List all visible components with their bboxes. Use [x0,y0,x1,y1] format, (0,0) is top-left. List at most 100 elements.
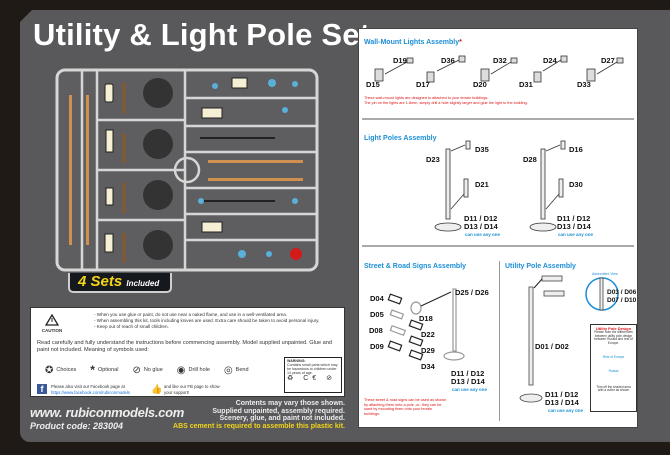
caution-box: CAUTION - When you use glue or paint, do… [30,307,345,397]
assembled-view-label: Assembled View [592,272,618,276]
assembly-instructions: Wall-Mount Lights Assembly* D19 D15 D36 … [358,28,638,428]
base-label: D13 / D14 [545,398,579,407]
signs-section-title: Street & Road Signs Assembly [364,263,467,270]
part-label: D15 [366,80,380,89]
caution-icon: CAUTION [40,313,64,333]
caution-line: - When you use glue or paint, do not use… [94,312,288,317]
part-label: D19 [393,56,407,65]
symbols-legend: ✪Choices *Optional ⊘No glue ◉Drill hole … [45,363,249,377]
symbol-label: Drill hole [188,367,210,373]
divider [362,245,634,247]
warning-box: WARNING: Contains small parts which may … [284,357,342,393]
divider [362,118,634,120]
no-glue-icon: ⊘ [132,364,141,376]
poles-section-title: Light Poles Assembly [364,135,437,142]
wheel-parts [143,78,173,260]
base-label: D11 / D12 [557,214,591,223]
part-label: D18 [419,314,433,323]
wall-note: These wall-mount lights are designed to … [364,96,489,100]
warning-text: Contains small parts which may be hazard… [287,363,338,375]
signs-note: These street & road signs can be used as… [364,398,447,416]
choices-icon: ✪ [45,364,54,376]
part-label: D24 [543,56,557,65]
part-label: D22 [421,330,435,339]
part-label: D21 [475,180,489,189]
caution-label: CAUTION [41,328,63,333]
warning-title: WARNING: [287,359,306,363]
facebook-like-text: and like our FB page to show your suppor… [164,384,220,395]
base-label: D11 / D12 [464,214,498,223]
part-label: D01 / D02 [535,342,569,351]
part-label: D31 [519,80,533,89]
part-label: D25 / D26 [455,288,489,297]
symbol-label: Bend [235,367,249,373]
part-label: D20 [473,80,487,89]
part-label: D03 / D06 [607,289,637,296]
drill-icon: ◉ [176,364,186,376]
utility-section-title: Utility Pole Assembly [505,263,576,270]
base-label: D13 / D14 [464,222,498,231]
recycle-ce-age-icons: ♻ C€ ⊘ [287,375,336,382]
any-note: can use any one [452,387,488,392]
part-label: D05 [370,310,384,319]
divider [499,261,500,421]
footer-note: Scenery, glue, and paint not included. [219,415,346,423]
wall-section-title: Wall-Mount Lights Assembly* [364,39,462,46]
design-text: Please note the differences between util… [594,329,633,346]
part-label: D34 [421,362,435,371]
facebook-link[interactable]: https://www.facebook.com/rubiconmodels [51,389,131,395]
part-label: D35 [475,145,489,154]
utility-pole-design-box: Utility Pole Design Please note the diff… [590,324,637,412]
sprue-illustration [55,68,319,272]
base-label: D13 / D14 [451,377,485,386]
part-label: D30 [569,180,583,189]
caution-line: - When assembling this kit, tools includ… [94,318,320,323]
part-label: D16 [569,145,583,154]
part-label: D17 [416,80,430,89]
part-label: D23 [426,155,440,164]
part-label: D33 [577,80,591,89]
facebook-text: Please also visit our Facebook page at [51,384,125,389]
facebook-icon: f [37,384,47,394]
part-label: D29 [421,346,435,355]
part-label: D08 [369,326,383,335]
cut-note: Trim off the shaded area with a cutter a… [596,384,631,393]
instructions-text: Read carefully and fully understand the … [37,340,332,353]
light-poles-diagram [434,140,566,232]
part-label: D32 [493,56,507,65]
wall-lights-diagram [374,55,624,83]
abs-note: ABS cement is required to assemble this … [173,422,345,430]
symbol-label: Choices [56,367,77,373]
part-label: D04 [370,294,384,303]
sets-included-badge: 4 Sets Included [68,273,172,293]
any-note: can use any one [558,232,594,237]
russia-label: Russia [608,368,619,373]
thumbs-up-icon: 👍 [151,384,163,394]
part-label: D36 [441,56,455,65]
symbol-label: No glue [143,367,163,373]
base-label: D11 / D12 [545,390,579,399]
part-label: D27 [601,56,615,65]
part-label: D09 [370,342,384,351]
part-label: D07 / D10 [607,296,637,304]
sets-suffix: Included [126,279,160,288]
product-code: Product code: 283004 [30,421,124,431]
footer-notes: Contents may vary those shown. Supplied … [173,400,345,430]
asterisk-icon: * [90,363,95,377]
caution-line: - Keep out of reach of small children. [94,324,169,329]
sets-count: 4 Sets [78,273,123,290]
base-label: D11 / D12 [451,369,485,378]
wall-note: The pin on the lights are 1.8mm, simply … [364,100,528,105]
any-note: can use any one [548,408,584,413]
design-title: Utility Pole Design [595,326,632,331]
symbol-label: Optional [97,367,119,373]
footer-note: Supplied unpainted, assembly required. [212,407,345,415]
website-url[interactable]: www. rubiconmodels.com [30,405,184,420]
part-label: D28 [523,155,537,164]
base-label: D13 / D14 [557,222,591,231]
europe-label: Rest of Europe [602,354,625,359]
footer-note: Contents may vary those shown. [235,400,345,407]
bend-icon: ◎ [223,364,233,376]
page-title: Utility & Light Pole Set [33,17,371,52]
utility-pole-diagram [519,275,619,403]
